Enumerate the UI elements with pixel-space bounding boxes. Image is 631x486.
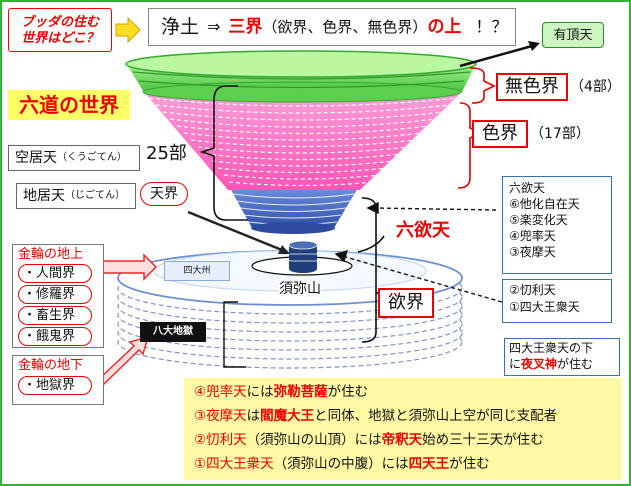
konrin-underground-title: 金輪の地下 xyxy=(18,358,84,373)
mushikikai-count: （4部） xyxy=(570,79,621,95)
underground-realm-arrow xyxy=(96,335,150,386)
yuchoten-label: 有頂天 xyxy=(542,22,604,48)
ground-realm-text: 人間界 xyxy=(36,266,76,281)
note-line: ①四大王衆天（須弥山の中腹）には四天王が住む xyxy=(194,453,612,477)
no-ue-label: の上 xyxy=(427,16,462,37)
note-tail: が住む xyxy=(327,384,369,400)
sankai-label: 三界 xyxy=(228,16,263,37)
ground-realm-item: ・畜生界 xyxy=(18,306,92,325)
shidaishu-label: 四大州 xyxy=(164,261,230,281)
yasha-line1: 四大王衆天の下 xyxy=(509,341,594,355)
yasha-note: 四大王衆天の下 に夜叉神が住む xyxy=(504,338,620,376)
yasha-pre: に xyxy=(509,357,522,371)
ground-realm-text: 餓鬼界 xyxy=(36,329,76,344)
rokudo-title: 六道の世界 xyxy=(8,90,130,120)
jikoten-reading: （じごてん） xyxy=(65,190,126,201)
ground-realm-text: 畜生界 xyxy=(36,308,76,323)
kukoten-name: 空居天 xyxy=(15,150,57,166)
exclaim-marks: ！？ xyxy=(475,17,508,36)
ground-realm-item: ・修羅界 xyxy=(18,285,92,304)
note-heaven: ④兜率天 xyxy=(194,384,247,400)
notes-panel: ④兜率天には弥勒菩薩が住む ③夜摩天は閻魔大王と同体、地獄と須弥山上空が同じ支配… xyxy=(184,378,622,480)
konrin-ground-title: 金輪の地上 xyxy=(18,247,84,262)
mount-sumeru-cylinder xyxy=(288,240,318,273)
jikoten-name: 地居天 xyxy=(23,188,65,204)
implies-arrow: ⇒ xyxy=(207,17,221,36)
twenty-five-label: 25部 xyxy=(146,143,187,164)
shikikai-label: 色界 xyxy=(472,120,528,148)
rokuyoku-item: ⑥他化自在天 xyxy=(509,197,580,211)
note-tail: 始め三十三天が住む xyxy=(422,432,544,448)
note-deity: 弥勒菩薩 xyxy=(273,384,328,400)
note-tail: と同体、地獄と須弥山上空が同じ支配者 xyxy=(314,408,558,424)
note-deity: 四天王 xyxy=(408,456,450,472)
question-line2: 世界はどこ？ xyxy=(21,30,99,46)
heaven-pointer-arrows xyxy=(334,201,503,303)
note-line: ③夜摩天は閻魔大王と同体、地獄と須弥山上空が同じ支配者 xyxy=(194,405,612,429)
note-connector: には xyxy=(246,384,274,400)
pinnacle-arrowhead xyxy=(528,41,540,51)
shikikai-count: （17部） xyxy=(530,126,590,142)
lower-heavens-box: ②忉利天 ①四大王衆天 xyxy=(502,279,612,323)
sankai-paren: （欲界、色界、無色界） xyxy=(262,17,428,36)
note-connector: （須弥山の中腹）には xyxy=(273,456,409,472)
note-deity: 帝釈天 xyxy=(381,432,423,448)
rokuyoku-item: ⑤楽変化天 xyxy=(509,213,568,227)
hell-bracket xyxy=(223,301,246,368)
underground-realm-item: ・地獄界 xyxy=(18,376,92,395)
note-line: ④兜率天には弥勒菩薩が住む xyxy=(194,381,612,405)
jikoten-box: 地居天 （じごてん） xyxy=(16,183,136,209)
konrin-ground-box: 金輪の地上 ・人間界 ・修羅界 ・畜生界 ・餓鬼界 xyxy=(12,244,104,348)
rokuyoku-item: ④兜率天 xyxy=(509,229,556,243)
note-heaven: ③夜摩天 xyxy=(194,408,247,424)
question-line1: ブッダの住む xyxy=(20,14,99,30)
note-heaven: ①四大王衆天 xyxy=(194,456,274,472)
lower-heaven-item: ②忉利天 xyxy=(509,283,556,297)
yasha-name: 夜叉神 xyxy=(521,357,558,371)
lower-heaven-item: ①四大王衆天 xyxy=(509,300,580,314)
konrin-underground-box: 金輪の地下 ・地獄界 xyxy=(12,355,104,405)
note-deity: 閻魔大王 xyxy=(260,408,315,424)
rokuyokuten-label: 六欲天 xyxy=(396,220,450,241)
kukoten-box: 空居天 （くうごてん） xyxy=(8,145,140,171)
formless-realm-cone xyxy=(125,50,477,103)
ground-realm-arrow xyxy=(101,253,157,281)
note-heaven: ②忉利天 xyxy=(194,432,247,448)
shumisen-label: 須弥山 xyxy=(279,281,321,297)
hachidai-jigoku-label: 八大地獄 xyxy=(140,322,206,342)
jodo-label: 浄土 xyxy=(161,15,200,38)
question-box: ブッダの住む 世界はどこ？ xyxy=(8,8,112,52)
note-connector: は xyxy=(246,408,261,424)
question-arrow xyxy=(115,16,141,44)
tenkai-label: 天界 xyxy=(140,182,188,206)
six-desire-heavens-cone xyxy=(230,188,358,234)
kukoten-reading: （くうごてん） xyxy=(57,152,127,163)
ground-realm-item: ・人間界 xyxy=(18,264,92,283)
twenty-five-bracket xyxy=(199,85,248,221)
pinnacle-arrow xyxy=(459,44,533,68)
note-line: ②忉利天（須弥山の山頂）には帝釈天始め三十三天が住む xyxy=(194,429,612,453)
ground-realm-item: ・餓鬼界 xyxy=(18,327,92,346)
heaven-realm-arrow xyxy=(187,210,283,252)
yasha-post: が住む xyxy=(557,357,594,371)
underground-realm-text: 地獄界 xyxy=(36,378,76,393)
form-realm-cone xyxy=(144,92,462,190)
rokuyoku-box: 六欲天 ⑥他化自在天 ⑤楽変化天 ④兜率天 ③夜摩天 xyxy=(502,176,612,274)
mushikikai-label: 無色界 xyxy=(496,73,568,101)
rokuyoku-box-title: 六欲天 xyxy=(509,181,546,195)
answer-box: 浄土 ⇒ 三界 （欲界、色界、無色界） の上 ！？ xyxy=(148,8,516,46)
rokuyoku-item: ③夜摩天 xyxy=(509,245,556,259)
note-connector: （須弥山の山頂）には xyxy=(246,432,382,448)
yokukai-label: 欲界 xyxy=(378,288,434,318)
heaven-realm-arrowhead xyxy=(278,245,290,254)
ground-realm-text: 修羅界 xyxy=(36,287,76,302)
note-tail: が住む xyxy=(449,456,490,472)
